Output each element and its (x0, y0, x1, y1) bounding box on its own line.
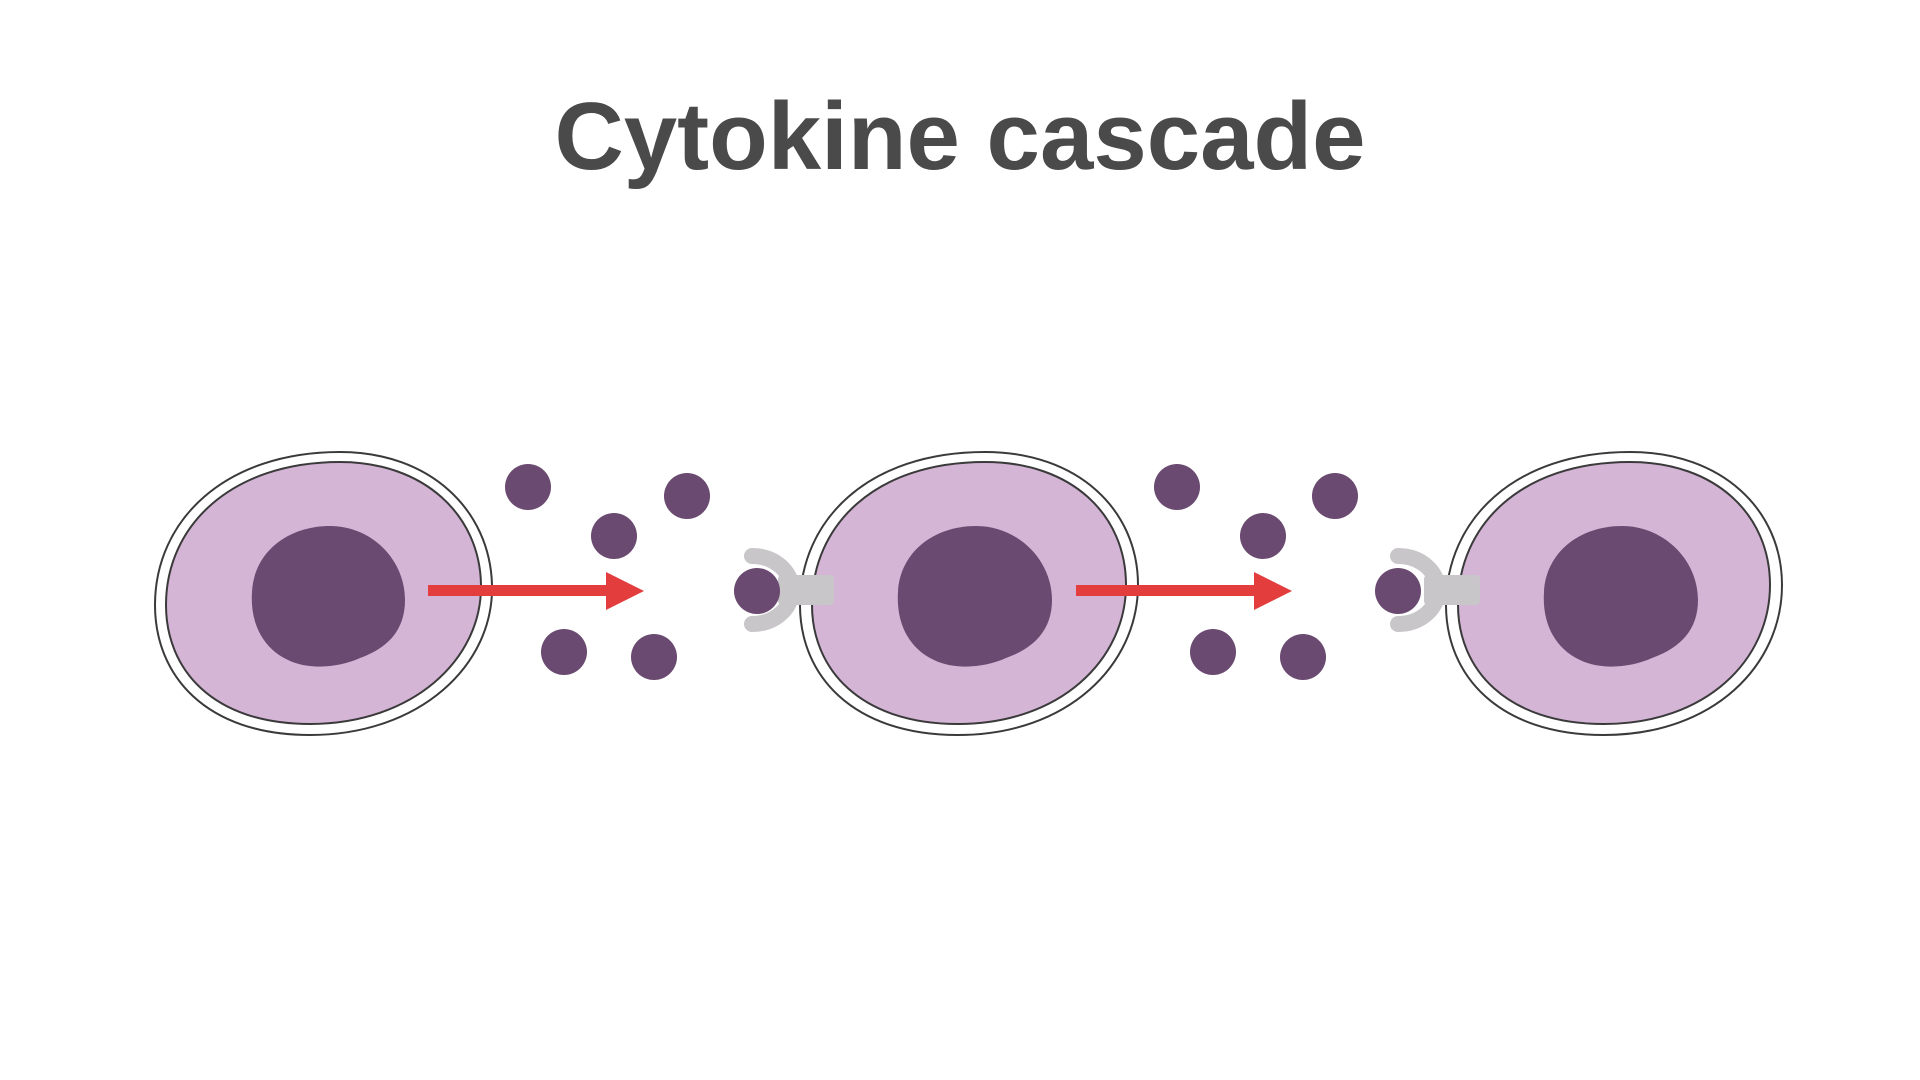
cell-2 (734, 450, 1140, 737)
arrow-1 (428, 572, 644, 610)
cell-1-nucleus (251, 526, 405, 667)
cell-3-nucleus (1543, 526, 1698, 667)
cytokine (631, 634, 677, 680)
cytokine (664, 473, 710, 519)
bound-cytokine (734, 568, 780, 614)
cell-2-nucleus (897, 526, 1052, 667)
arrow-2 (1076, 572, 1292, 610)
arrow-2-shaft (1076, 585, 1258, 596)
cytokine (1154, 464, 1200, 510)
cytokine (1280, 634, 1326, 680)
page-title: Cytokine cascade (554, 83, 1366, 190)
receptor-arms (1390, 548, 1447, 632)
cytokine-cluster-1 (505, 464, 710, 680)
cytokine (1312, 473, 1358, 519)
receptor-arms (744, 548, 801, 632)
arrow-1-shaft (428, 585, 610, 596)
cell-2-receptor (734, 548, 834, 632)
arrow-1-head (606, 572, 644, 610)
bound-cytokine (1375, 568, 1421, 614)
cytokine (541, 629, 587, 675)
cytokine (505, 464, 551, 510)
cytokine (591, 513, 637, 559)
cytokine-cluster-2 (1154, 464, 1358, 680)
cytokine (1240, 513, 1286, 559)
arrow-2-head (1254, 572, 1292, 610)
cytokine (1190, 629, 1236, 675)
cell-1 (153, 450, 494, 737)
cell-3 (1375, 450, 1784, 737)
cell-3-receptor (1375, 548, 1480, 632)
